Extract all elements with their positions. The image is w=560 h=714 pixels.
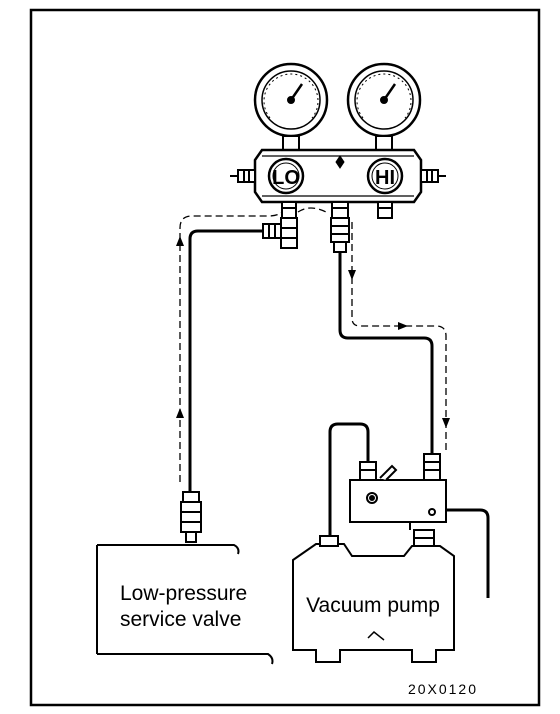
low-side-hose	[188, 229, 263, 492]
evacuation-flow-path	[179, 207, 447, 482]
low-side-port	[281, 201, 297, 219]
low-pressure-gauge	[253, 62, 329, 151]
hi-label: HI	[375, 167, 395, 189]
pump-intake-hose	[328, 422, 370, 540]
high-side-port	[377, 201, 393, 219]
lo-valve-knob[interactable]	[267, 157, 305, 195]
high-pressure-gauge	[346, 62, 422, 151]
figure-code: 20X0120	[408, 681, 478, 697]
center-port	[331, 201, 349, 219]
hoses	[188, 229, 490, 598]
figure-frame	[29, 8, 541, 707]
service-valve-label-line2: service valve	[120, 608, 241, 631]
lo-label: LO	[272, 167, 300, 189]
vacuum-pump-label: Vacuum pump	[306, 594, 440, 617]
gauge-manifold	[230, 62, 446, 253]
exhaust-line	[446, 508, 490, 598]
center-hose	[338, 252, 434, 454]
hi-valve-knob[interactable]	[366, 157, 404, 195]
vacuum-pump	[292, 453, 455, 663]
service-valve-label-line1: Low-pressure	[120, 582, 247, 605]
low-pressure-service-valve	[96, 491, 274, 665]
pump-body	[292, 543, 455, 663]
